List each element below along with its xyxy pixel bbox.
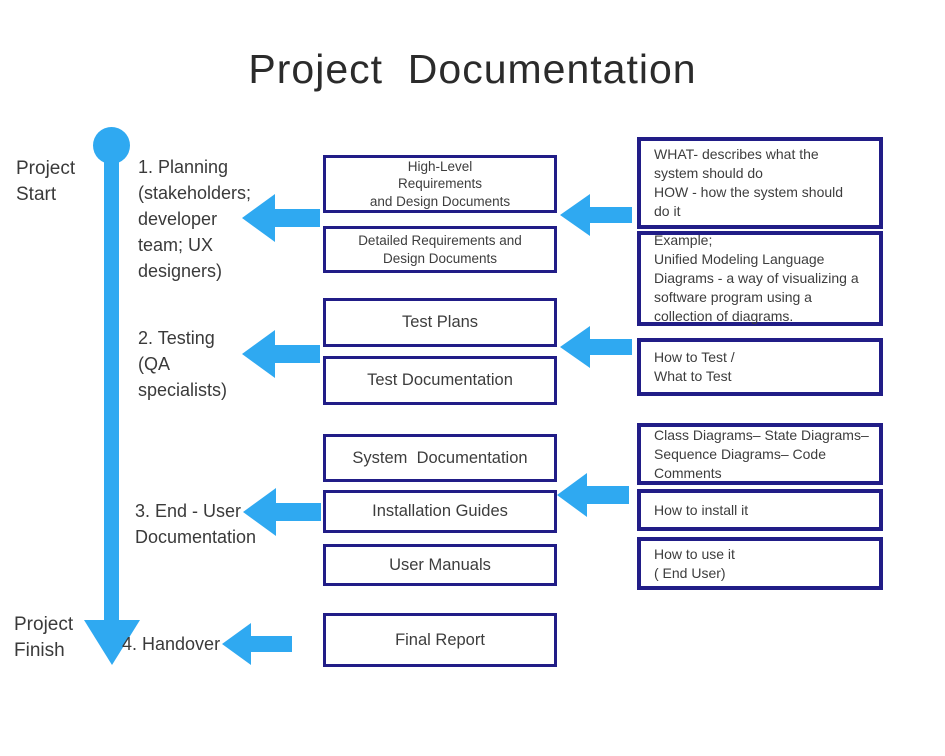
- note-box-class-diagrams: Class Diagrams– State Diagrams– Sequence…: [637, 423, 883, 485]
- note-box-label: WHAT- describes what the system should d…: [654, 146, 844, 219]
- doc-box-test-plans: Test Plans: [323, 298, 557, 347]
- note-box-label: How to install it: [654, 501, 749, 518]
- doc-box-installation-guides: Installation Guides: [323, 490, 557, 533]
- stage-label-handover: 4. Handover: [122, 634, 221, 654]
- doc-box-label: System Documentation: [352, 448, 528, 467]
- doc-box-label: Test Plans: [401, 313, 479, 331]
- doc-box-label: Test Documentation: [367, 371, 513, 389]
- note-box-label: How to use it ( End User): [654, 545, 735, 581]
- doc-box-label: Detailed Requirements and Design Documen…: [358, 233, 522, 266]
- project-start-label: Project Start: [16, 158, 76, 205]
- arrow-planning-icon: [242, 192, 320, 249]
- doc-box-label: Installation Guides: [372, 502, 508, 520]
- arrow-enduser-icon: [243, 486, 321, 543]
- arrow-testplans-icon: [560, 325, 632, 374]
- note-box-what-how: WHAT- describes what the system should d…: [637, 137, 883, 229]
- note-box-how-to-test: How to Test / What to Test: [637, 338, 883, 396]
- note-box-how-to-install: How to install it: [637, 489, 883, 531]
- stage-label-testing: 2. Testing (QA specialists): [138, 328, 228, 400]
- doc-box-system-documentation: System Documentation: [323, 434, 557, 482]
- doc-box-label: High-Level Requirements and Design Docum…: [369, 158, 511, 209]
- doc-box-user-manuals: User Manuals: [323, 544, 557, 586]
- arrow-handover-icon: [222, 622, 292, 671]
- arrow-testing-icon: [242, 328, 320, 385]
- doc-box-final-report: Final Report: [323, 613, 557, 667]
- note-box-label: Example; Unified Modeling Language Diagr…: [654, 232, 859, 324]
- doc-box-high-level-requirements: High-Level Requirements and Design Docum…: [323, 155, 557, 213]
- stage-label-enduser-documentation: 3. End - User Documentation: [135, 501, 257, 547]
- note-box-how-to-use: How to use it ( End User): [637, 537, 883, 590]
- note-box-label: Class Diagrams– State Diagrams– Sequence…: [654, 426, 869, 481]
- timeline-arrowhead-icon: [84, 620, 140, 665]
- doc-box-label: User Manuals: [389, 555, 491, 574]
- timeline-line: [104, 145, 119, 622]
- page-title: Project Documentation: [248, 46, 697, 92]
- stage-label-planning: 1. Planning (stakeholders; developer tea…: [138, 157, 252, 281]
- doc-box-detailed-requirements: Detailed Requirements and Design Documen…: [323, 226, 557, 273]
- doc-box-label: Final Report: [395, 630, 485, 649]
- arrow-installation-icon: [557, 471, 629, 524]
- arrow-requirements-icon: [560, 193, 632, 242]
- note-box-uml-example: Example; Unified Modeling Language Diagr…: [637, 231, 883, 326]
- project-finish-label: Project Finish: [14, 614, 74, 661]
- doc-box-test-documentation: Test Documentation: [323, 356, 557, 405]
- note-box-label: How to Test / What to Test: [654, 349, 735, 384]
